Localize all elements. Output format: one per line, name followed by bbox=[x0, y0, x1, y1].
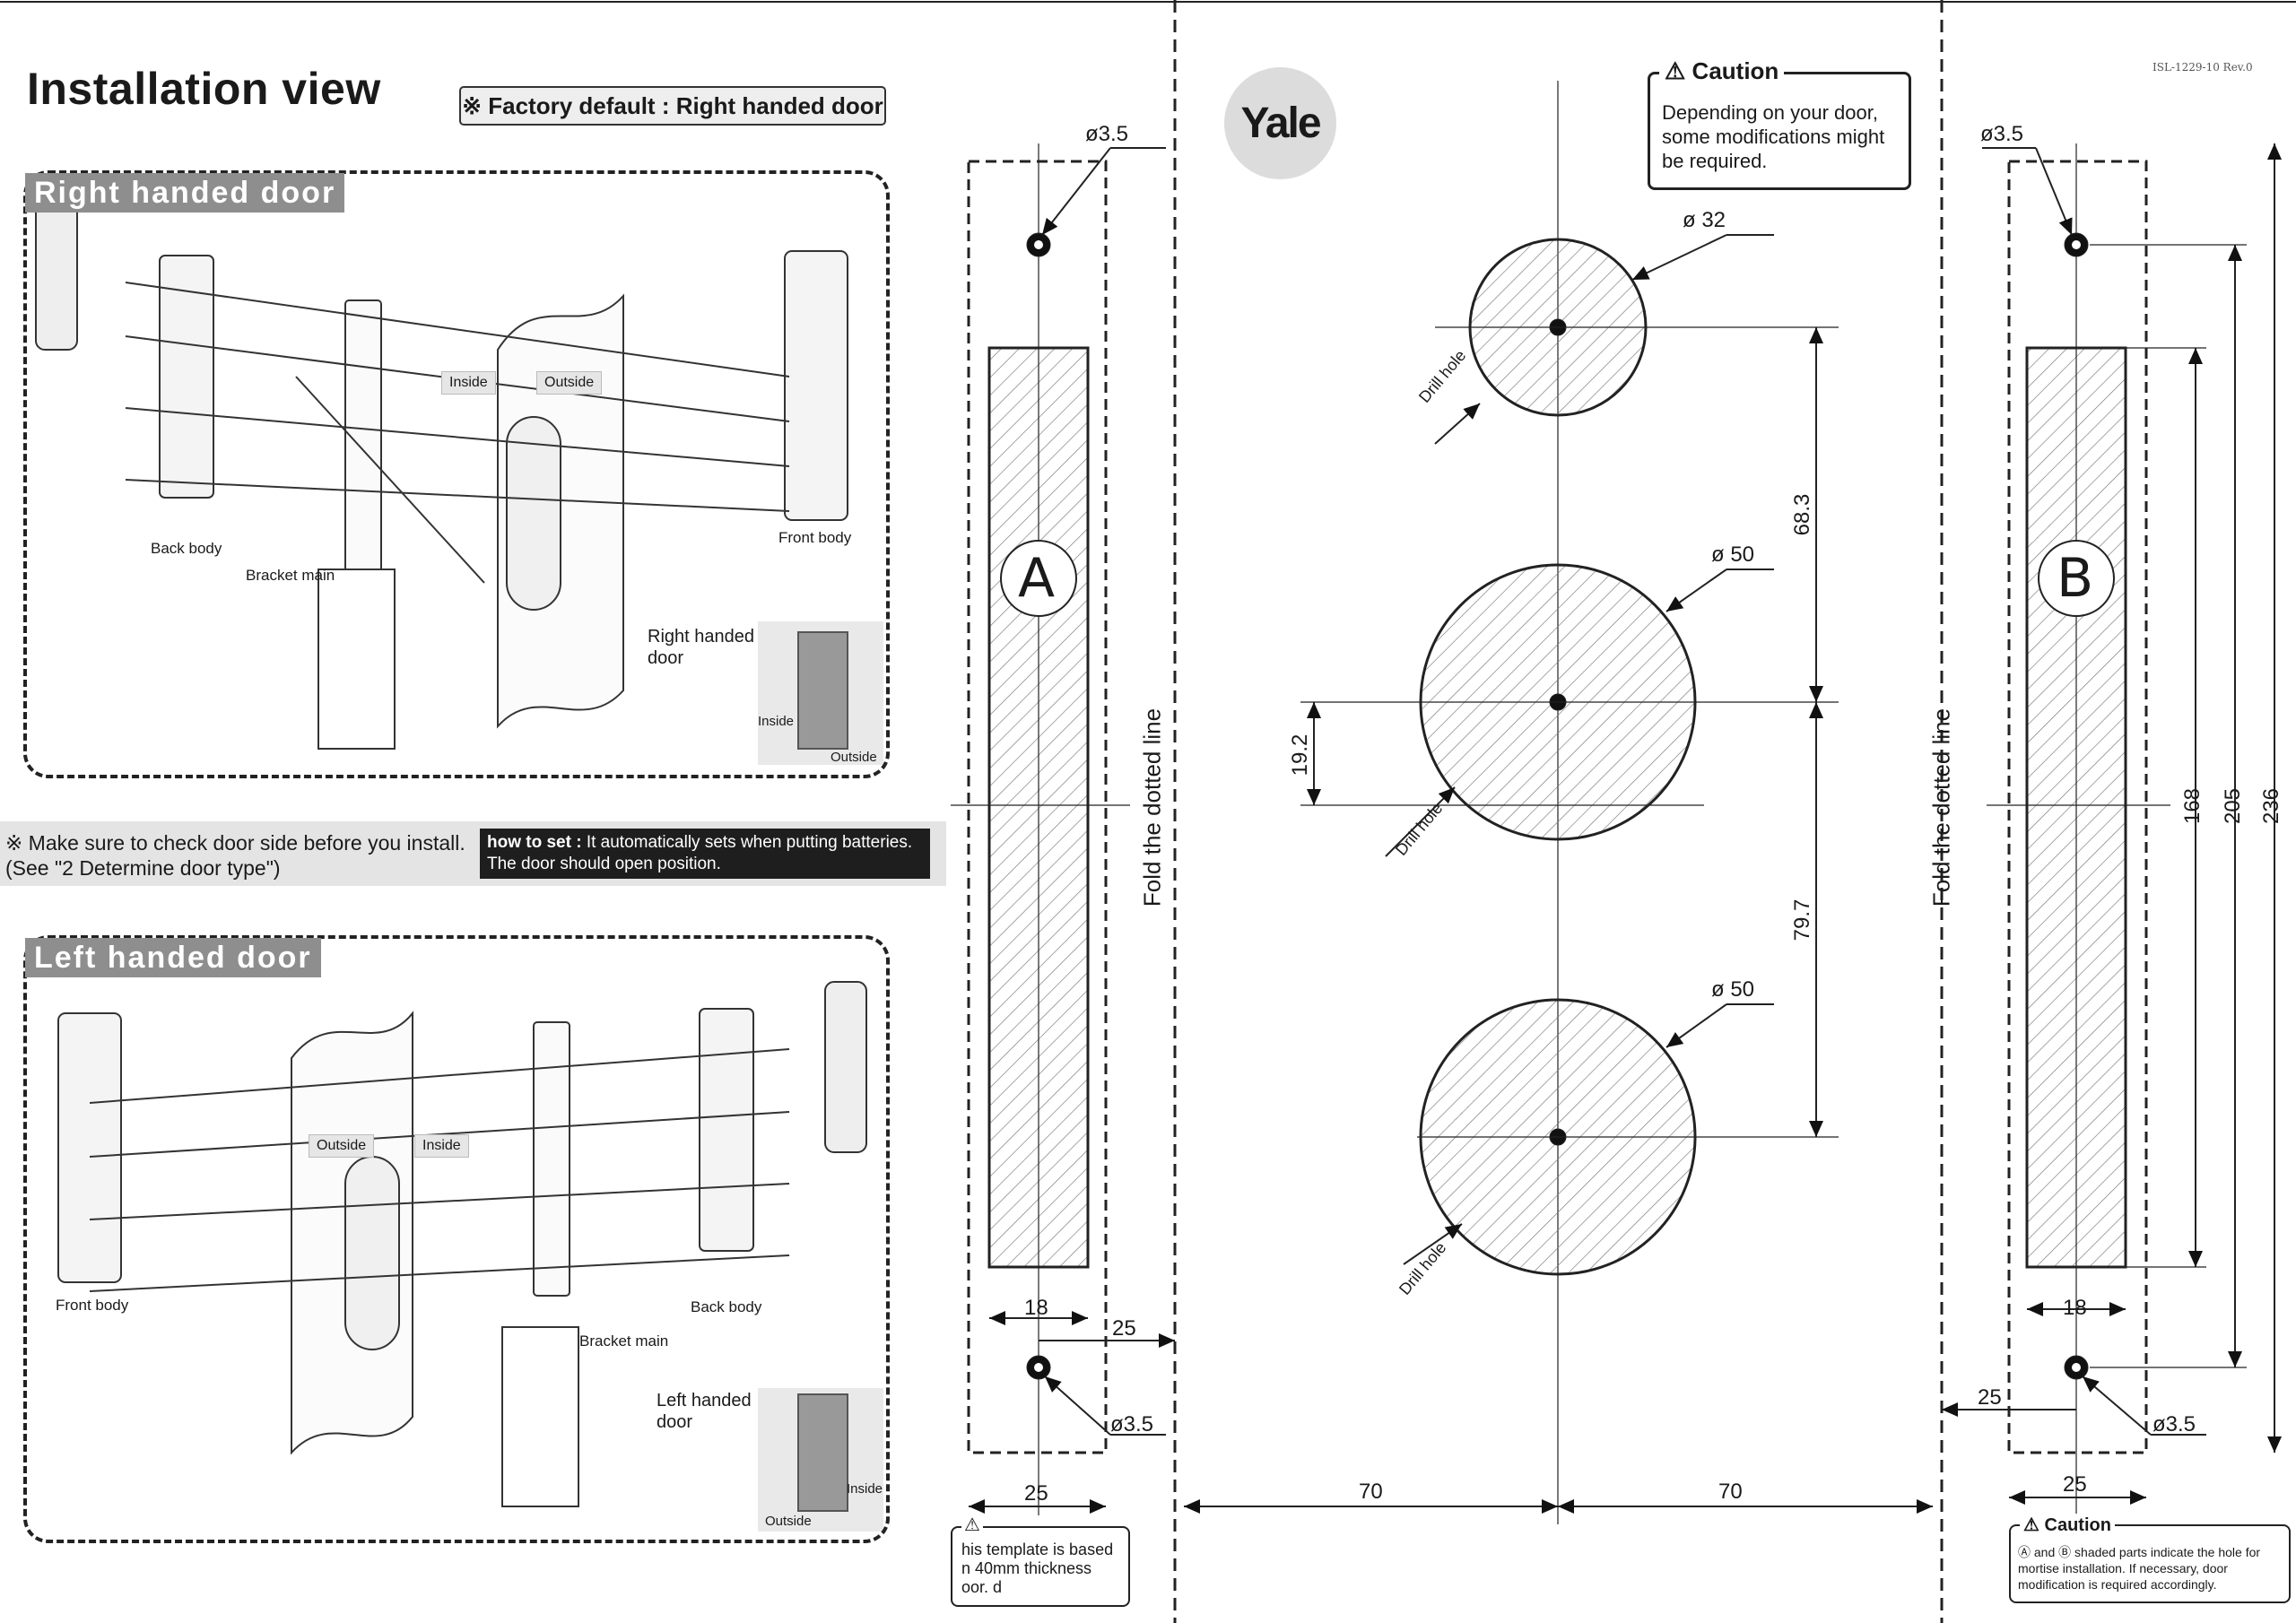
mortise-sketch bbox=[506, 416, 561, 611]
bracket-main-label: Bracket main bbox=[579, 1332, 669, 1350]
dim-236-label: 236 bbox=[2259, 787, 2283, 825]
inset-inside-label: Inside bbox=[847, 1481, 883, 1497]
template-center bbox=[1184, 81, 1933, 1524]
warning-icon: ⚠ bbox=[961, 1514, 983, 1536]
template-a-letter: A bbox=[1018, 547, 1056, 610]
template-a-letter-circle bbox=[1000, 540, 1077, 617]
inside-tag: Inside bbox=[414, 1134, 469, 1158]
caution-title: ⚠ Caution bbox=[1659, 57, 1785, 85]
dim-168-label: 168 bbox=[2180, 787, 2205, 825]
front-body-label: Front body bbox=[56, 1297, 129, 1314]
inset-inside-label: Inside bbox=[758, 714, 795, 729]
guide-line bbox=[125, 282, 790, 378]
template-a-caution-text: his template is based n 40mm thickness o… bbox=[961, 1541, 1114, 1596]
yale-logo: Yale bbox=[1224, 67, 1336, 179]
door-inset-icon bbox=[797, 631, 848, 750]
front-body-label: Front body bbox=[778, 529, 852, 546]
bracket-main-label: Bracket main bbox=[246, 567, 335, 584]
page-title: Installation view bbox=[27, 64, 381, 114]
leader bbox=[1041, 147, 1111, 236]
leader bbox=[1665, 1003, 1727, 1048]
right-door-exploded-view bbox=[35, 178, 883, 765]
front-body-sketch bbox=[784, 250, 848, 521]
offset-25-b: 25 bbox=[1978, 1385, 2002, 1410]
inset-outside-label: Outside bbox=[831, 750, 877, 765]
guide-line bbox=[125, 407, 790, 467]
width-25-b: 25 bbox=[2063, 1472, 2087, 1497]
left-handed-section bbox=[23, 935, 890, 1543]
warning-icon: ⚠ bbox=[1665, 57, 1686, 84]
guide-line bbox=[89, 1048, 790, 1104]
guide-line bbox=[89, 1183, 790, 1220]
template-b-caution-title: ⚠ Caution bbox=[2020, 1514, 2115, 1536]
left-door-caption: Left handed door bbox=[657, 1391, 752, 1432]
hole-b-top-label: ø3.5 bbox=[1980, 122, 2024, 146]
template-b-frame bbox=[2007, 160, 2148, 1454]
warning-icon: ⚠ bbox=[2023, 1515, 2039, 1535]
template-b-caution-box bbox=[2009, 1524, 2291, 1603]
left-handed-label: Left handed door bbox=[25, 938, 321, 977]
leader bbox=[1665, 568, 1727, 612]
width-18-a: 18 bbox=[1024, 1296, 1048, 1320]
diameter-50-lower-label: ø 50 bbox=[1711, 977, 1755, 1002]
bracket-main-sketch bbox=[533, 1021, 570, 1297]
outside-tag: Outside bbox=[309, 1134, 375, 1158]
template-b-letter-circle bbox=[2038, 540, 2115, 617]
template-a bbox=[951, 143, 1175, 1515]
width-25-a: 25 bbox=[1024, 1481, 1048, 1506]
dim-70-left-label: 70 bbox=[1359, 1480, 1383, 1504]
doc-code: ISL-1229-10 Rev.0 bbox=[2152, 61, 2253, 74]
handle-sketch bbox=[824, 981, 867, 1153]
guide-line bbox=[89, 1254, 790, 1292]
right-door-caption: Right handed door bbox=[648, 627, 754, 668]
leader bbox=[1631, 234, 1727, 281]
template-a-caution-box bbox=[951, 1526, 1130, 1607]
dim-70-right-label: 70 bbox=[1718, 1480, 1743, 1504]
template-b-letter: B bbox=[2057, 547, 2094, 610]
template-a-frame bbox=[967, 160, 1108, 1454]
inside-tag: Inside bbox=[441, 371, 496, 395]
offset-25-a: 25 bbox=[1112, 1316, 1136, 1341]
how-to-set-box: how to set : It automatically sets when … bbox=[480, 829, 930, 879]
dim-19-label: 19.2 bbox=[1288, 733, 1312, 777]
guide-line bbox=[295, 376, 485, 584]
diameter-50-upper-label: ø 50 bbox=[1711, 542, 1755, 567]
right-handed-section bbox=[23, 170, 890, 778]
back-body-sketch bbox=[159, 255, 214, 499]
template-b-caution-text: Ⓐ and Ⓑ shaded parts indicate the hole f… bbox=[2018, 1545, 2261, 1592]
inset-outside-label: Outside bbox=[765, 1514, 812, 1529]
hole-b-bottom-label: ø3.5 bbox=[2152, 1412, 2196, 1436]
door-inset-icon bbox=[797, 1393, 848, 1512]
front-body-sketch bbox=[57, 1012, 122, 1283]
door-side-note: ※ Make sure to check door side before yo… bbox=[5, 831, 465, 880]
width-18-b: 18 bbox=[2063, 1296, 2087, 1320]
caution-box bbox=[1648, 72, 1911, 190]
strike-plate-sketch bbox=[317, 568, 396, 750]
back-body-sketch bbox=[699, 1008, 754, 1252]
hole-a-bottom-label: ø3.5 bbox=[1110, 1412, 1154, 1436]
strike-plate-sketch bbox=[501, 1326, 579, 1507]
back-body-label: Back body bbox=[151, 540, 222, 557]
dim-205-label: 205 bbox=[2221, 787, 2245, 825]
leader bbox=[1044, 1376, 1111, 1436]
dim-79-label: 79.7 bbox=[1790, 898, 1814, 942]
back-body-label: Back body bbox=[691, 1298, 762, 1315]
template-b bbox=[1942, 143, 2282, 1515]
diameter-32-label: ø 32 bbox=[1683, 208, 1726, 232]
fold-label-right: Fold the dotted line bbox=[1927, 707, 1955, 907]
hole-a-top-label: ø3.5 bbox=[1085, 122, 1129, 146]
outside-tag: Outside bbox=[536, 371, 603, 395]
dim-68-label: 68.3 bbox=[1790, 493, 1814, 536]
right-handed-label: Right handed door bbox=[25, 173, 345, 213]
guide-line bbox=[125, 479, 790, 512]
fold-label-left: Fold the dotted line bbox=[1138, 707, 1166, 907]
caution-text: Depending on your door, some modificatio… bbox=[1662, 101, 1885, 172]
factory-default-badge: ※ Factory default : Right handed door bbox=[459, 86, 886, 126]
